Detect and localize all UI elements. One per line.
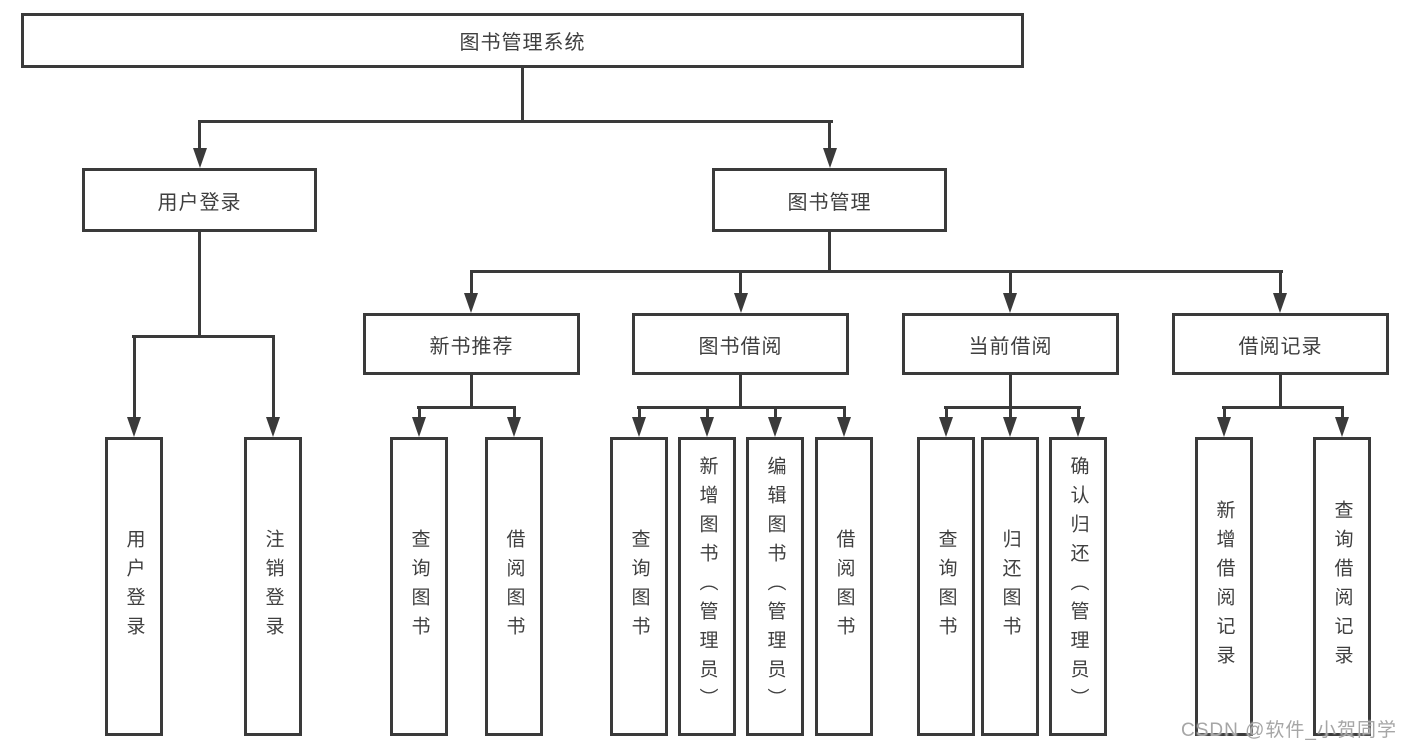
arrowhead-down-icon	[632, 417, 646, 437]
node-current-borrowing-label: 当前借阅	[968, 335, 1053, 358]
leaf-label: 注销登录	[262, 528, 284, 645]
leaf-query-books-recommend: 查询图书	[390, 437, 448, 736]
connector-stem-leaf	[1223, 406, 1226, 420]
arrowhead-down-icon	[837, 417, 851, 437]
node-book-management: 图书管理	[712, 168, 947, 232]
connector-stem-leaf	[843, 406, 846, 420]
leaf-label: 查询图书	[935, 528, 957, 645]
leaf-add-books-admin: 新增图书（管理员）	[678, 437, 736, 736]
leaf-label: 编辑图书（管理员）	[764, 456, 786, 717]
leaf-user-login: 用户登录	[105, 437, 163, 736]
connector-stem-user-login	[198, 120, 201, 150]
node-root-label: 图书管理系统	[459, 32, 586, 54]
node-user-login: 用户登录	[82, 168, 317, 232]
connector-stem-leaf	[706, 406, 709, 420]
leaf-logout: 注销登录	[244, 437, 302, 736]
connector-stem-leaf	[638, 406, 641, 420]
connector-stem-logout-leaf	[272, 335, 275, 420]
connector-stem-leaf	[774, 406, 777, 420]
connector-current-borrow-trunk	[1009, 373, 1012, 408]
arrowhead-down-icon	[939, 417, 953, 437]
connector-stem-leaf	[1341, 406, 1344, 420]
connector-stem-leaf	[1009, 406, 1012, 420]
node-book-borrowing: 图书借阅	[632, 313, 849, 375]
arrowhead-down-icon	[193, 148, 207, 168]
leaf-edit-books-admin: 编辑图书（管理员）	[746, 437, 804, 736]
leaf-borrow-books-recommend: 借阅图书	[485, 437, 543, 736]
node-new-book-recommendation-label: 新书推荐	[429, 335, 514, 358]
arrowhead-down-icon	[734, 293, 748, 313]
leaf-label: 新增图书（管理员）	[696, 456, 718, 717]
arrowhead-down-icon	[464, 293, 478, 313]
connector-level2-rail	[470, 270, 1283, 273]
leaf-query-books-current: 查询图书	[917, 437, 975, 736]
leaf-add-borrow-record: 新增借阅记录	[1195, 437, 1253, 736]
csdn-watermark: CSDN @软件_小贺同学	[1181, 720, 1397, 741]
connector-stem-leaf	[1077, 406, 1080, 420]
leaf-label: 查询图书	[628, 528, 650, 645]
connector-stem-book-management	[828, 120, 831, 150]
arrowhead-down-icon	[412, 417, 426, 437]
node-borrowing-records-label: 借阅记录	[1238, 335, 1323, 358]
connector-user-login-trunk	[198, 232, 201, 336]
leaf-label: 借阅图书	[503, 528, 525, 645]
connector-user-login-rail	[132, 335, 275, 338]
connector-borrow-record-rail	[1222, 406, 1344, 409]
arrowhead-down-icon	[127, 417, 141, 437]
connector-stem-new-book	[470, 270, 473, 295]
arrowhead-down-icon	[823, 148, 837, 168]
leaf-query-borrow-record: 查询借阅记录	[1313, 437, 1371, 736]
node-user-login-label: 用户登录	[157, 191, 242, 214]
node-root-system: 图书管理系统	[21, 13, 1024, 68]
arrowhead-down-icon	[266, 417, 280, 437]
node-current-borrowing: 当前借阅	[902, 313, 1119, 375]
connector-stem-login-leaf	[133, 335, 136, 420]
arrowhead-down-icon	[1217, 417, 1231, 437]
arrowhead-down-icon	[1335, 417, 1349, 437]
arrowhead-down-icon	[700, 417, 714, 437]
connector-current-borrow-rail	[944, 406, 1081, 409]
node-borrowing-records: 借阅记录	[1172, 313, 1389, 375]
node-book-management-label: 图书管理	[787, 191, 872, 214]
leaf-label: 查询借阅记录	[1331, 499, 1353, 674]
leaf-confirm-return-admin: 确认归还（管理员）	[1049, 437, 1107, 736]
leaf-borrow-books: 借阅图书	[815, 437, 873, 736]
connector-book-management-trunk	[828, 232, 831, 272]
connector-level1-rail	[198, 120, 833, 123]
connector-stem-leaf	[945, 406, 948, 420]
leaf-label: 用户登录	[123, 528, 145, 645]
arrowhead-down-icon	[507, 417, 521, 437]
connector-book-borrow-rail	[637, 406, 846, 409]
arrowhead-down-icon	[1273, 293, 1287, 313]
node-new-book-recommendation: 新书推荐	[363, 313, 580, 375]
connector-book-borrow-trunk	[739, 373, 742, 408]
connector-stem-borrow-record	[1279, 270, 1282, 295]
connector-stem-leaf	[418, 406, 421, 420]
connector-new-book-rail	[417, 406, 516, 409]
connector-stem-current-borrow	[1009, 270, 1012, 295]
leaf-query-books-borrowing: 查询图书	[610, 437, 668, 736]
leaf-label: 确认归还（管理员）	[1067, 456, 1089, 717]
leaf-return-books: 归还图书	[981, 437, 1039, 736]
connector-stem-leaf	[513, 406, 516, 420]
leaf-label: 借阅图书	[833, 528, 855, 645]
arrowhead-down-icon	[1003, 293, 1017, 313]
connector-root-trunk	[521, 66, 524, 123]
arrowhead-down-icon	[1003, 417, 1017, 437]
leaf-label: 新增借阅记录	[1213, 499, 1235, 674]
arrowhead-down-icon	[1071, 417, 1085, 437]
connector-new-book-trunk	[470, 373, 473, 408]
connector-borrow-record-trunk	[1279, 373, 1282, 408]
connector-stem-book-borrow	[739, 270, 742, 295]
node-book-borrowing-label: 图书借阅	[698, 335, 783, 358]
leaf-label: 查询图书	[408, 528, 430, 645]
arrowhead-down-icon	[768, 417, 782, 437]
leaf-label: 归还图书	[999, 528, 1021, 645]
